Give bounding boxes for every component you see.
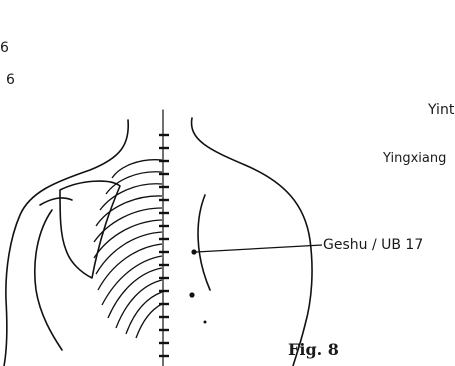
left-scapula (60, 181, 120, 278)
rib (96, 232, 162, 274)
rib (94, 220, 162, 258)
acupoint-dot (189, 292, 194, 297)
geshu-leader-line (196, 245, 322, 252)
vertebra-ticks (159, 135, 169, 356)
rib (102, 256, 162, 305)
rib (126, 292, 162, 334)
rib (94, 208, 162, 242)
figure-caption: Fig. 8 (288, 340, 339, 359)
left-arm-contour (35, 210, 62, 350)
rib (100, 184, 162, 210)
acupoint-geshu (191, 249, 196, 254)
rib-cage (94, 160, 162, 338)
acromion-line (40, 198, 72, 205)
label-geshu: Geshu / UB 17 (323, 237, 423, 253)
rib (116, 280, 162, 328)
acupoint-dot (204, 321, 207, 324)
right-shoulder-outline (192, 118, 313, 366)
edge-fragment-1: 6 (0, 40, 9, 56)
rib (108, 268, 162, 318)
rib (112, 160, 162, 178)
right-scapula-curve (198, 195, 210, 290)
label-yingxiang: Yingxiang (383, 151, 446, 166)
edge-fragment-2: 6 (6, 72, 15, 88)
left-shoulder-outline (4, 120, 128, 366)
label-yint: Yint (428, 102, 454, 118)
